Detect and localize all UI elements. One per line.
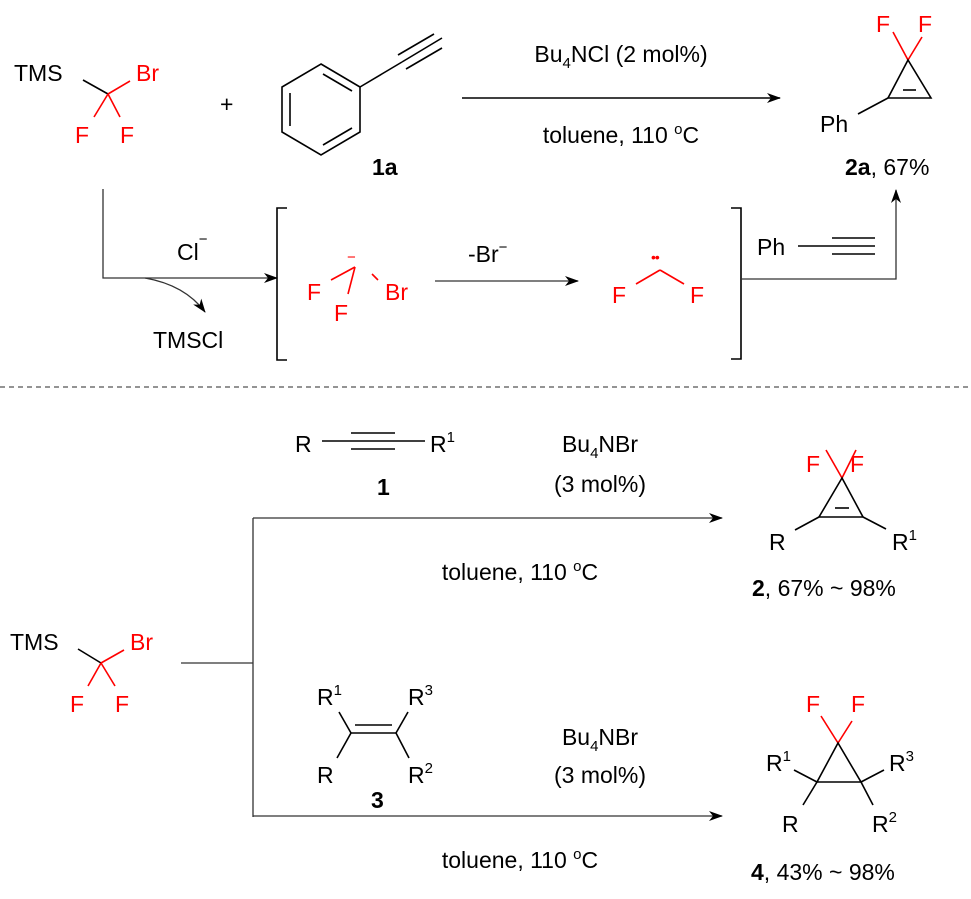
- f-label: F: [75, 122, 89, 148]
- reagent-tmscf2br-top: TMS Br F F: [14, 60, 159, 148]
- product-2a-yield: 2a, 67%: [845, 154, 929, 180]
- catalyst-top: Bu4NCl (2 mol%): [534, 41, 707, 72]
- compound-label-1: 1: [377, 474, 390, 500]
- difluorocarbene: •• F F: [612, 249, 704, 308]
- r3-label: R3: [408, 682, 433, 710]
- product-2: F F R R1 2, 67% ~ 98%: [752, 449, 917, 601]
- r2-label: R2: [408, 760, 433, 788]
- f-label: F: [115, 691, 129, 717]
- difluorobromomethyl-anion: F F Br −: [307, 249, 408, 326]
- compound-label-3: 3: [371, 787, 384, 813]
- r2-label: R2: [872, 809, 897, 837]
- r1-label: R1: [430, 429, 455, 457]
- to-product-arrow: [741, 189, 901, 280]
- curved-arrow: [144, 277, 206, 313]
- br-label: Br: [130, 629, 153, 655]
- f-label: F: [690, 282, 704, 308]
- lone-pair-dots: ••: [651, 249, 660, 265]
- catalyst-loading: (3 mol%): [554, 471, 646, 497]
- br-label: Br: [136, 60, 159, 86]
- product-2a: F F Ph 2a, 67%: [820, 11, 933, 180]
- bracket-left: [276, 207, 287, 361]
- product-4-yield: 4, 43% ~ 98%: [751, 859, 895, 885]
- anion-charge: −: [347, 249, 356, 266]
- catalyst-alkyne: Bu4NBr: [562, 431, 638, 462]
- plus-sign: +: [220, 91, 233, 117]
- f-label: F: [334, 300, 348, 326]
- r-label: R: [769, 529, 786, 555]
- catalyst-loading: (3 mol%): [554, 762, 646, 788]
- r3-label: R3: [889, 748, 914, 776]
- r1-label: R1: [892, 527, 917, 555]
- f-label: F: [806, 451, 820, 477]
- phenylacetylene-1a: 1a: [281, 33, 443, 180]
- f-label: F: [307, 279, 321, 305]
- mechanism-arrow: [102, 189, 278, 283]
- r1-label: R1: [766, 748, 791, 776]
- conditions-alkyne: toluene, 110 oC: [442, 558, 598, 585]
- f-label: F: [70, 691, 84, 717]
- f-label: F: [851, 691, 865, 717]
- r1-label: R1: [317, 682, 342, 710]
- catalyst-alkene: Bu4NBr: [562, 724, 638, 755]
- f-label: F: [612, 282, 626, 308]
- f-label: F: [850, 451, 864, 477]
- f-label: F: [918, 11, 932, 37]
- bromide-loss-label: -Br−: [468, 239, 508, 267]
- compound-label-1a: 1a: [372, 154, 398, 180]
- ph-label: Ph: [820, 111, 848, 137]
- ph-label: Ph: [757, 234, 785, 260]
- f-label: F: [876, 11, 890, 37]
- f-label: F: [806, 691, 820, 717]
- bracket-right: [731, 207, 742, 360]
- product-2-yield: 2, 67% ~ 98%: [752, 575, 896, 601]
- chloride-label: Cl−: [177, 231, 208, 265]
- alkene-3: R1 R3 R R2 3: [317, 682, 433, 813]
- tms-label: TMS: [10, 629, 59, 655]
- tms-label: TMS: [14, 60, 63, 86]
- conditions-top: toluene, 110 oC: [543, 121, 699, 148]
- product-4: F F R1 R3 R R2 4, 43% ~ 98%: [751, 691, 914, 885]
- br-label: Br: [385, 279, 408, 305]
- r-label: R: [782, 811, 799, 837]
- conditions-alkene: toluene, 110 oC: [442, 846, 598, 873]
- tmscl-label: TMSCl: [153, 327, 223, 353]
- f-label: F: [120, 122, 134, 148]
- r-label: R: [295, 431, 312, 457]
- r-label: R: [317, 762, 334, 788]
- phenylacetylene-inline: Ph: [757, 234, 875, 260]
- alkyne-1: R R1 1: [295, 429, 455, 500]
- reagent-tmscf2br-bottom: TMS Br F F: [10, 629, 153, 717]
